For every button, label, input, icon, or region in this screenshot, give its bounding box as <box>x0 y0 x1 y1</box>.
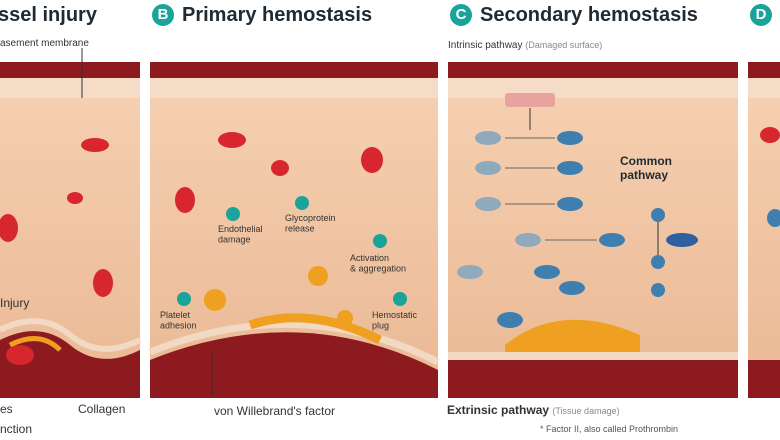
panel-c-badge: C <box>450 4 472 26</box>
damaged-surface <box>505 93 555 107</box>
panel-a-bottom-left-1: es <box>0 402 13 416</box>
rbc <box>93 269 113 297</box>
step-badge <box>393 292 407 306</box>
platelet <box>204 289 226 311</box>
factor <box>475 131 501 145</box>
panel-d-title: D <box>750 4 780 27</box>
panel-a-injury-label: Injury <box>0 296 30 310</box>
platelet <box>308 266 328 286</box>
factor <box>599 233 625 247</box>
panel-a-top-label: asement membrane <box>0 38 89 49</box>
rbc <box>361 147 383 173</box>
panel-c-top-label: Intrinsic pathway (Damaged surface) <box>448 40 603 51</box>
rbc <box>67 192 83 204</box>
platelet <box>337 310 353 326</box>
step-badge <box>177 292 191 306</box>
factor <box>557 131 583 145</box>
panel-d-badge: D <box>750 4 772 26</box>
factor <box>557 161 583 175</box>
panel-a-bottom-left-2: nction <box>0 422 33 436</box>
panel-d <box>748 62 780 398</box>
step-badge <box>226 207 240 221</box>
factor <box>475 197 501 211</box>
rbc <box>271 160 289 176</box>
factor <box>497 312 523 328</box>
panel-b-bottom-label: von Willebrand's factor <box>214 404 336 418</box>
factor <box>666 233 698 247</box>
rbc <box>175 187 195 213</box>
factor <box>651 283 665 297</box>
factor <box>651 208 665 222</box>
factor <box>557 197 583 211</box>
panel-c-bottom-label: Extrinsic pathway (Tissue damage) <box>447 403 620 417</box>
factor <box>767 209 780 227</box>
fibrin-clot <box>505 319 640 352</box>
factor <box>651 255 665 269</box>
factor <box>534 265 560 279</box>
step-label: Activation& aggregation <box>350 253 406 273</box>
step-badge <box>295 196 309 210</box>
rbc <box>218 132 246 148</box>
factor <box>515 233 541 247</box>
factor <box>559 281 585 295</box>
rbc <box>81 138 109 152</box>
factor <box>457 265 483 279</box>
factor <box>475 161 501 175</box>
panel-c-footnote: * Factor II, also called Prothrombin <box>540 424 679 434</box>
rbc <box>6 345 34 365</box>
rbc <box>760 127 780 143</box>
panel-a-bottom-right: Collagen <box>78 402 126 416</box>
panel-b-badge: B <box>152 4 174 26</box>
panel-a-title: ssel injury <box>0 4 97 26</box>
rbc <box>0 214 18 242</box>
panel-a <box>0 48 142 398</box>
platelet-plug <box>248 313 383 345</box>
step-badge <box>373 234 387 248</box>
